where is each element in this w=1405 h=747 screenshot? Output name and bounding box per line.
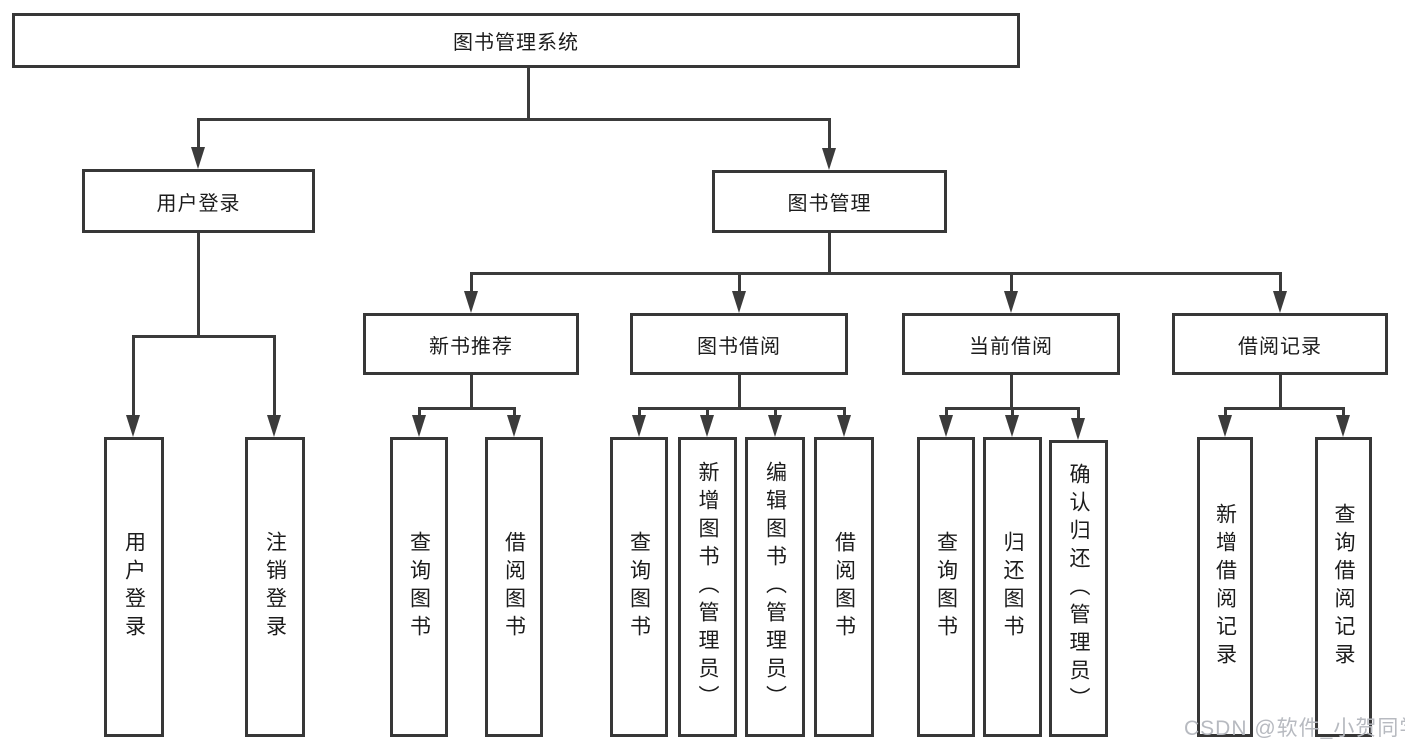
leaf-box-logout: 注销登录 bbox=[245, 437, 305, 737]
connector-to-book-mgmt bbox=[828, 118, 831, 150]
arrowhead-leaf bbox=[412, 415, 426, 437]
arrowhead-leaf bbox=[700, 415, 714, 437]
arrowhead-current-borrow bbox=[1004, 291, 1018, 313]
connector-root-stem bbox=[527, 68, 530, 118]
arrowhead-leaf bbox=[1071, 418, 1085, 440]
leaf-box-query-books-borrow: 查询图书 bbox=[610, 437, 668, 737]
book-mgmt-branch-label: 图书管理 bbox=[787, 193, 872, 215]
csdn-watermark: CSDN @软件_小贺同学 bbox=[1184, 717, 1405, 740]
user-login-branch-box: 用户登录 bbox=[82, 169, 315, 233]
current-borrow-header-label: 当前借阅 bbox=[969, 335, 1053, 358]
leaf-box-edit-books-admin: 编辑图书（管理员） bbox=[745, 437, 805, 737]
root-label: 图书管理系统 bbox=[453, 32, 579, 54]
book-mgmt-branch-box: 图书管理 bbox=[712, 170, 947, 233]
arrowhead-logout-leaf bbox=[267, 415, 281, 437]
connector-root-branch bbox=[197, 118, 831, 121]
leaf-label: 查询图书 bbox=[627, 531, 651, 643]
leaf-box-borrow-books: 借阅图书 bbox=[814, 437, 874, 737]
current-borrow-header-box: 当前借阅 bbox=[902, 313, 1120, 375]
leaf-label: 借阅图书 bbox=[832, 531, 856, 643]
connector-to-current-borrow bbox=[1010, 272, 1013, 296]
connector-leaf-line bbox=[1077, 407, 1080, 421]
leaf-label: 借阅图书 bbox=[502, 531, 526, 643]
connector-to-book-borrow bbox=[738, 272, 741, 296]
borrow-records-header-box: 借阅记录 bbox=[1172, 313, 1388, 375]
leaf-box-query-borrow-record: 查询借阅记录 bbox=[1315, 437, 1372, 737]
leaf-label: 查询借阅记录 bbox=[1332, 503, 1355, 671]
connector-user-stem bbox=[197, 233, 200, 335]
connector-to-borrow-records bbox=[1279, 272, 1282, 296]
arrowhead-leaf bbox=[1005, 415, 1019, 437]
user-login-branch-label: 用户登录 bbox=[156, 192, 241, 215]
leaf-box-return-books: 归还图书 bbox=[983, 437, 1042, 737]
leaf-label: 新增图书（管理员） bbox=[696, 461, 719, 713]
leaf-box-borrow-books-newbooks: 借阅图书 bbox=[485, 437, 543, 737]
connector-leaf-line bbox=[774, 407, 777, 421]
connector-user-branch bbox=[132, 335, 276, 338]
arrowhead-leaf bbox=[837, 415, 851, 437]
leaf-box-query-books-current: 查询图书 bbox=[917, 437, 975, 737]
arrowhead-leaf bbox=[1218, 415, 1232, 437]
leaf-box-user-login: 用户登录 bbox=[104, 437, 164, 737]
arrowhead-user-login bbox=[191, 147, 205, 169]
connector-book-stem bbox=[828, 233, 831, 272]
connector-new-books-stem bbox=[470, 375, 473, 407]
connector-leaf-line bbox=[1224, 407, 1227, 421]
connector-new-books-branch bbox=[418, 407, 516, 410]
new-books-header-label: 新书推荐 bbox=[429, 335, 513, 358]
root-box: 图书管理系统 bbox=[12, 13, 1020, 68]
arrowhead-leaf bbox=[1336, 415, 1350, 437]
connector-leaf-line bbox=[945, 407, 948, 421]
book-borrow-header-label: 图书借阅 bbox=[697, 335, 781, 358]
connector-leaf-line bbox=[638, 407, 641, 421]
connector-to-logout-leaf bbox=[273, 335, 276, 419]
connector-leaf-line bbox=[1342, 407, 1345, 421]
arrowhead-borrow-records bbox=[1273, 291, 1287, 313]
connector-to-user-login bbox=[197, 118, 200, 150]
connector-leaf-line bbox=[843, 407, 846, 421]
book-borrow-header-box: 图书借阅 bbox=[630, 313, 848, 375]
leaf-box-confirm-return-admin: 确认归还（管理员） bbox=[1049, 440, 1108, 737]
arrowhead-user-login-leaf bbox=[126, 415, 140, 437]
arrowhead-book-borrow bbox=[732, 291, 746, 313]
arrowhead-leaf bbox=[939, 415, 953, 437]
connector-borrow-records-stem bbox=[1279, 375, 1282, 407]
connector-book-branch bbox=[471, 272, 1281, 275]
leaf-box-add-books-admin: 新增图书（管理员） bbox=[678, 437, 737, 737]
leaf-label: 查询图书 bbox=[934, 531, 958, 643]
new-books-header-box: 新书推荐 bbox=[363, 313, 579, 375]
leaf-label: 归还图书 bbox=[1001, 531, 1024, 643]
connector-leaf-line bbox=[513, 407, 516, 421]
connector-book-borrow-branch bbox=[638, 407, 846, 410]
leaf-box-query-books-newbooks: 查询图书 bbox=[390, 437, 448, 737]
connector-to-user-login-leaf bbox=[132, 335, 135, 419]
leaf-label: 编辑图书（管理员） bbox=[763, 461, 787, 713]
arrowhead-leaf bbox=[768, 415, 782, 437]
leaf-label: 确认归还（管理员） bbox=[1067, 462, 1090, 715]
borrow-records-header-label: 借阅记录 bbox=[1238, 335, 1322, 358]
connector-leaf-line bbox=[706, 407, 709, 421]
arrowhead-leaf bbox=[632, 415, 646, 437]
arrowhead-leaf bbox=[507, 415, 521, 437]
leaf-label: 查询图书 bbox=[407, 531, 431, 643]
connector-book-borrow-stem bbox=[738, 375, 741, 407]
connector-borrow-records-branch bbox=[1224, 407, 1345, 410]
connector-leaf-line bbox=[1011, 407, 1014, 421]
leaf-label: 用户登录 bbox=[122, 531, 146, 643]
leaf-label: 新增借阅记录 bbox=[1213, 503, 1237, 671]
connector-leaf-line bbox=[418, 407, 421, 421]
arrowhead-new-books bbox=[464, 291, 478, 313]
leaf-label: 注销登录 bbox=[263, 531, 287, 643]
arrowhead-book-mgmt bbox=[822, 148, 836, 170]
connector-current-borrow-stem bbox=[1010, 375, 1013, 407]
leaf-box-add-borrow-record: 新增借阅记录 bbox=[1197, 437, 1253, 737]
connector-to-new-books bbox=[470, 272, 473, 296]
